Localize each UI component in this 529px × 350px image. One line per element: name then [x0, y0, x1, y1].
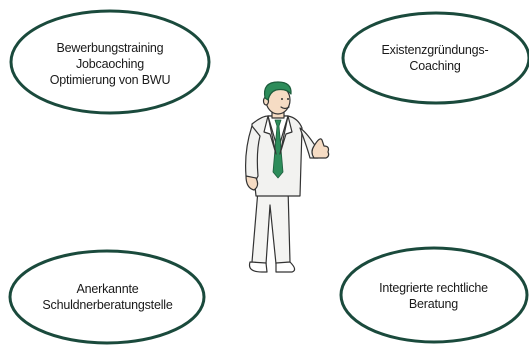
right-lapel [279, 115, 293, 155]
trousers [251, 187, 291, 265]
bubble-bottom-left-line-1: Anerkannte [76, 282, 139, 296]
bubble-top-left-line-3: Optimierung von BWU [49, 73, 171, 87]
bubble-bottom-right-text: Integrierte rechtliche Beratung [338, 254, 529, 338]
bubble-bottom-left [8, 249, 206, 345]
bubble-top-left-line-1: Bewerbungstraining [56, 41, 164, 55]
left-arm [245, 125, 261, 185]
eye [287, 98, 289, 100]
eye [281, 98, 283, 100]
bubble-bottom-left-line-2: Schuldnerberatungstelle [42, 298, 173, 312]
bubble-top-right-line-2: Coaching [409, 59, 461, 73]
bubble-bottom-right-line-1: Integrierte rechtliche [379, 281, 488, 295]
bubble-top-left-text: Bewerbungstraining Jobcaoching Optimieru… [10, 18, 210, 110]
hair [263, 81, 292, 101]
thumbs-up-hand [311, 138, 330, 159]
bubble-top-right [341, 11, 529, 105]
bubble-bottom-right-line-2: Beratung [408, 297, 459, 311]
bubble-bottom-right [339, 246, 529, 344]
left-lapel [263, 115, 277, 155]
bubble-top-left-line-2: Jobcaoching [76, 57, 144, 71]
bubble-bottom-left-text: Anerkannte Schuldnerberatungstelle [10, 257, 205, 337]
bubble-top-left [9, 9, 211, 115]
tie-icon [272, 119, 284, 179]
right-shoe [275, 261, 296, 273]
bubble-top-right-text: Existenzgründungs- Coaching [340, 18, 529, 98]
smile [280, 106, 290, 110]
businessman-illustration [245, 81, 330, 273]
left-shoe [248, 261, 268, 273]
bubble-top-right-line-1: Existenzgründungs- [381, 43, 489, 57]
left-hand [245, 175, 259, 191]
